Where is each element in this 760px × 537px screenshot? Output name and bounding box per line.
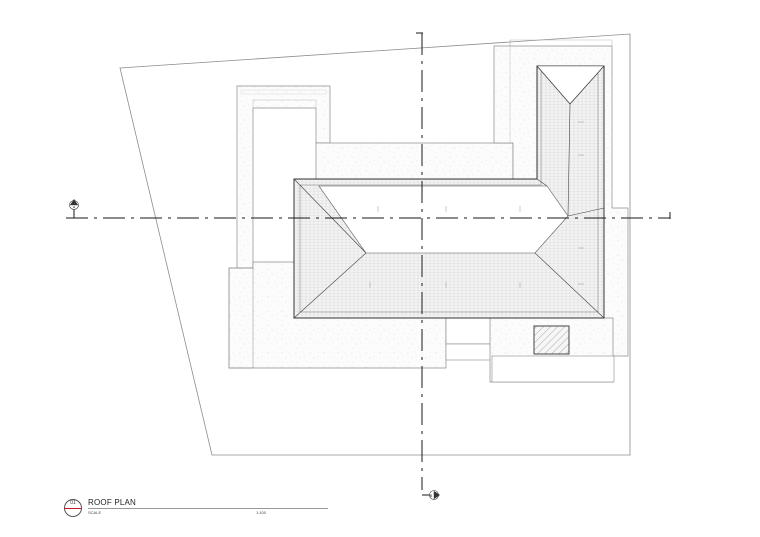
left-wing-paving bbox=[236, 85, 331, 269]
drawing-title: ROOF PLAN bbox=[88, 498, 137, 507]
section-line-b bbox=[416, 32, 440, 500]
main-hip-roof bbox=[293, 65, 605, 319]
section-line-a bbox=[66, 199, 671, 219]
scale-label: SCALE bbox=[88, 510, 102, 515]
title-block: 01 ROOF PLAN SCALE 1:100 bbox=[60, 495, 360, 525]
roof-ridge-flat bbox=[318, 185, 569, 254]
top-terrace-paving bbox=[315, 142, 514, 180]
scale-value: 1:100 bbox=[256, 510, 267, 515]
site-boundary bbox=[119, 33, 631, 456]
section-b-label: B bbox=[430, 493, 433, 498]
drawing-number: 01 bbox=[70, 500, 76, 506]
section-a-label: A bbox=[73, 205, 76, 210]
drawing-number-circle bbox=[64, 499, 82, 517]
title-rule bbox=[88, 508, 328, 509]
lower-right-terrace bbox=[445, 317, 615, 383]
